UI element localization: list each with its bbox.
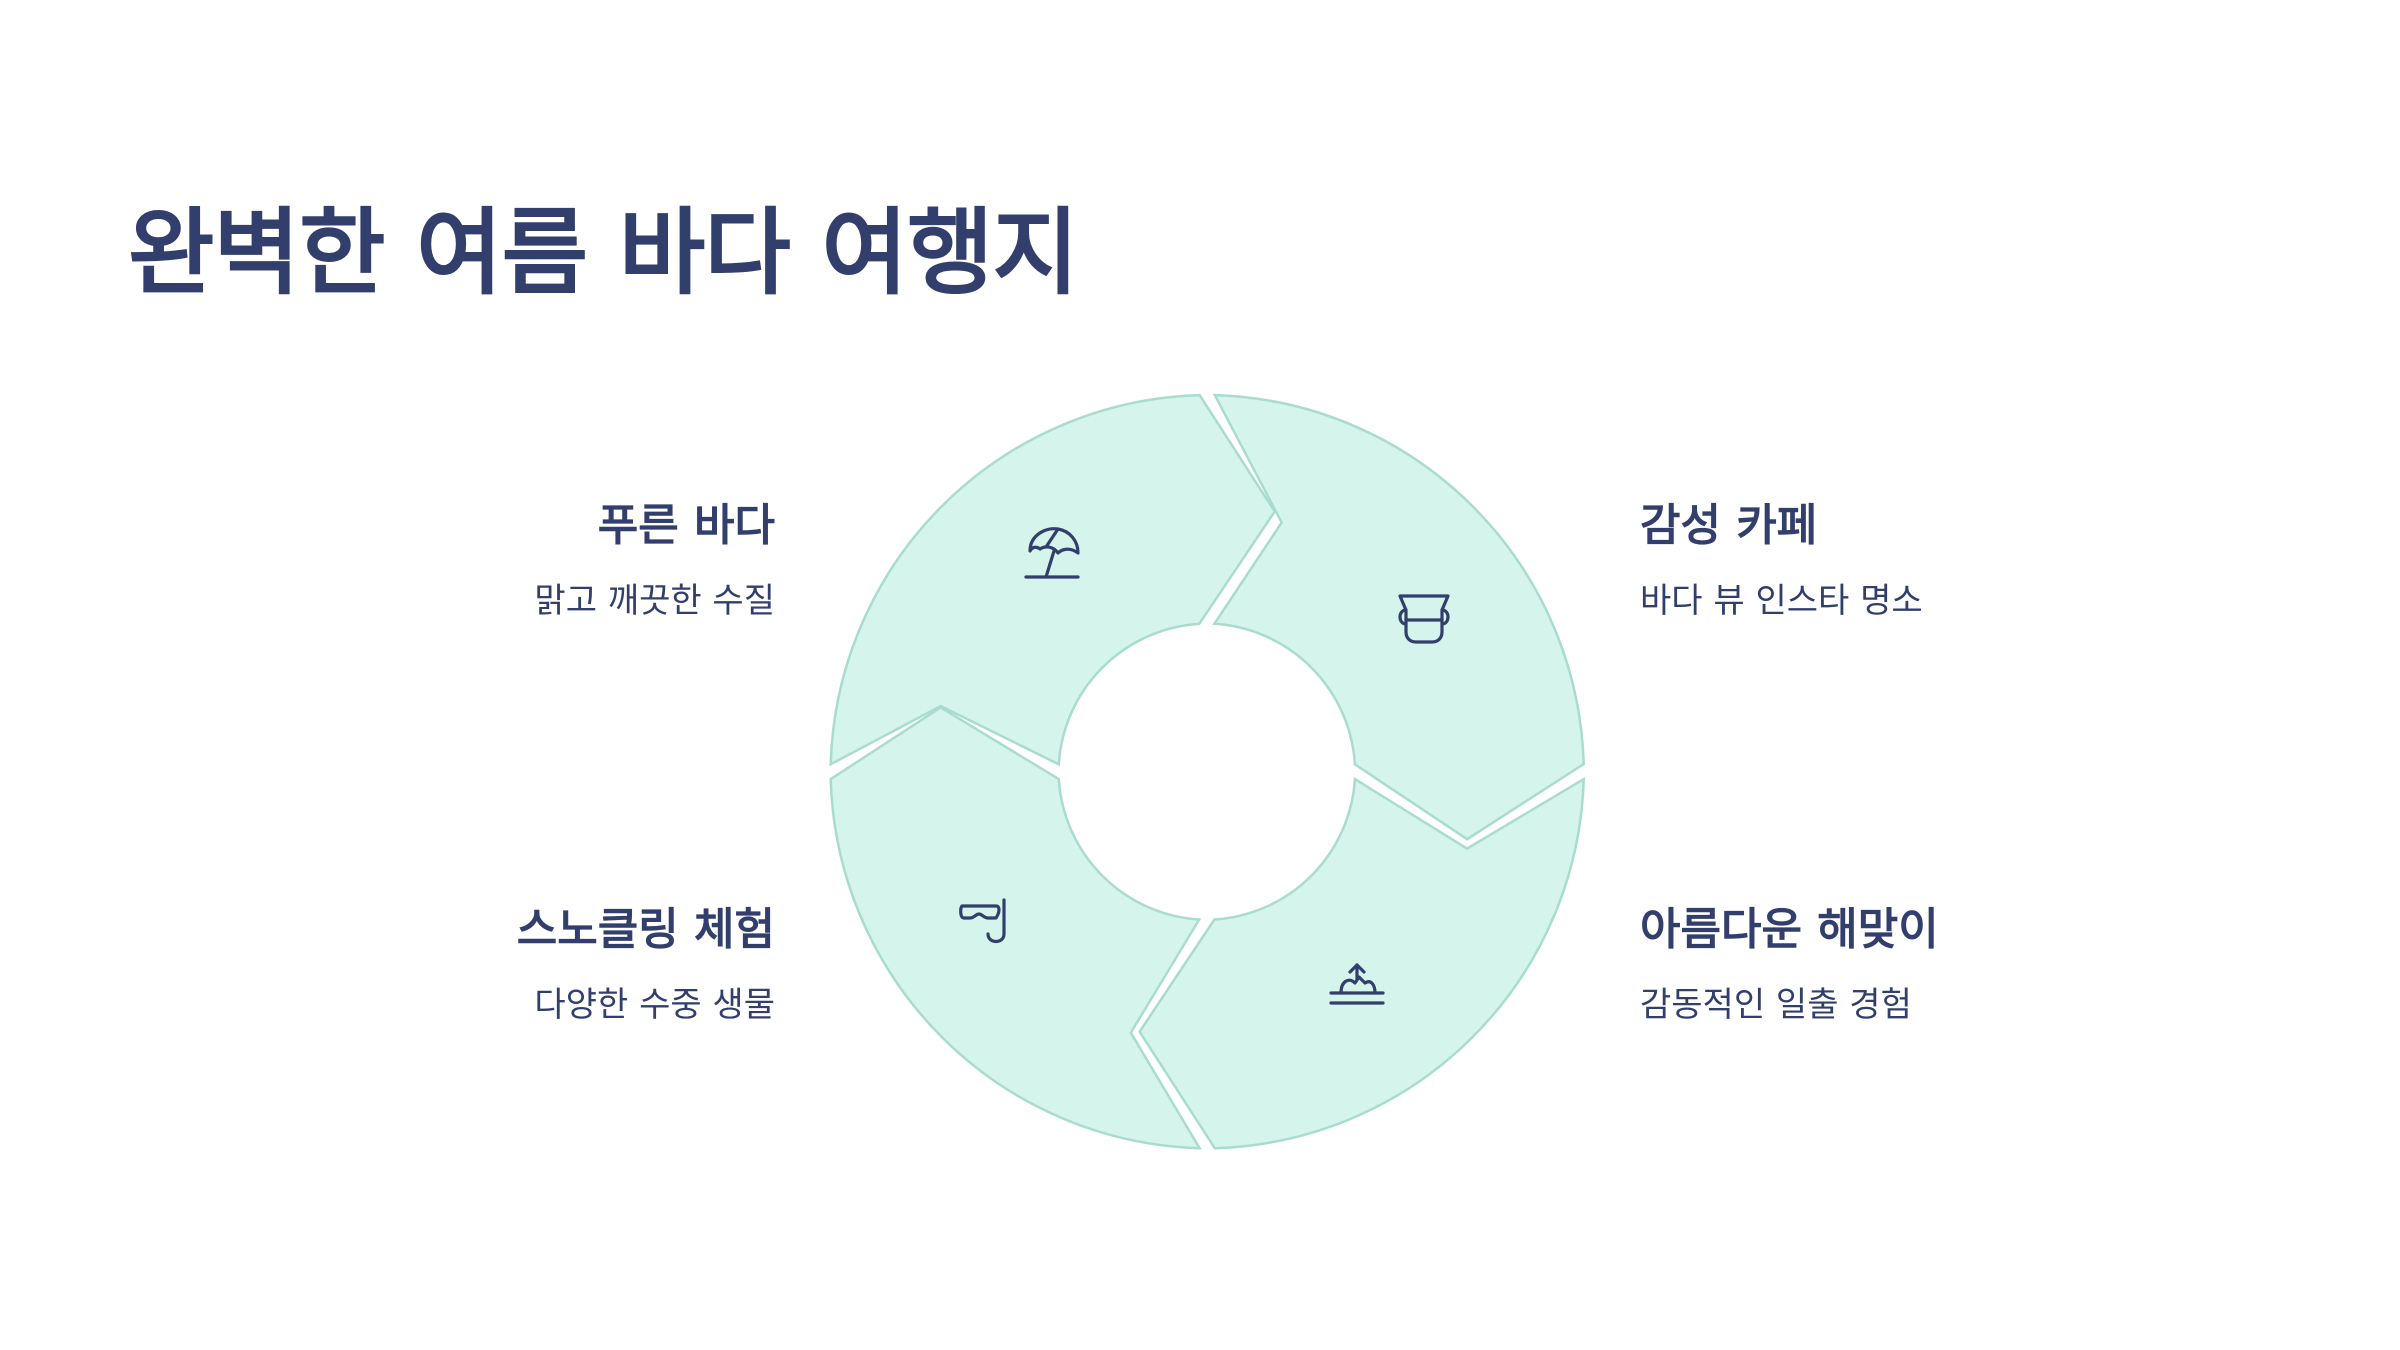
item-beach: 푸른 바다 맑고 깨끗한 수질 (255, 500, 775, 623)
page-title: 완벽한 여름 바다 여행지 (128, 199, 1079, 308)
item-title: 감성 카페 (1640, 500, 1818, 551)
item-description: 맑고 깨끗한 수질 (534, 580, 775, 621)
cycle-segment-beach (829, 393, 1277, 767)
item-cafe: 감성 카페 바다 뷰 인스타 명소 (1640, 500, 2160, 623)
item-title: 스노클링 체험 (516, 904, 775, 955)
beach-umbrella-icon (1024, 527, 1080, 579)
item-snorkel: 스노클링 체험 다양한 수중 생물 (255, 904, 775, 1027)
sunrise-icon (1329, 963, 1385, 1005)
item-title: 아름다운 해맞이 (1640, 904, 1939, 955)
item-description: 바다 뷰 인스타 명소 (1640, 580, 1923, 621)
coffee-pot-icon (1398, 594, 1450, 644)
snorkel-mask-icon (959, 898, 1006, 944)
cycle-segment-snorkel (829, 706, 1202, 1150)
cycle-segment-sunrise (1138, 776, 1586, 1150)
item-description: 다양한 수중 생물 (534, 984, 775, 1025)
item-title: 푸른 바다 (597, 500, 775, 551)
item-description: 감동적인 일출 경험 (1640, 984, 1912, 1025)
item-sunrise: 아름다운 해맞이 감동적인 일출 경험 (1640, 904, 2160, 1027)
